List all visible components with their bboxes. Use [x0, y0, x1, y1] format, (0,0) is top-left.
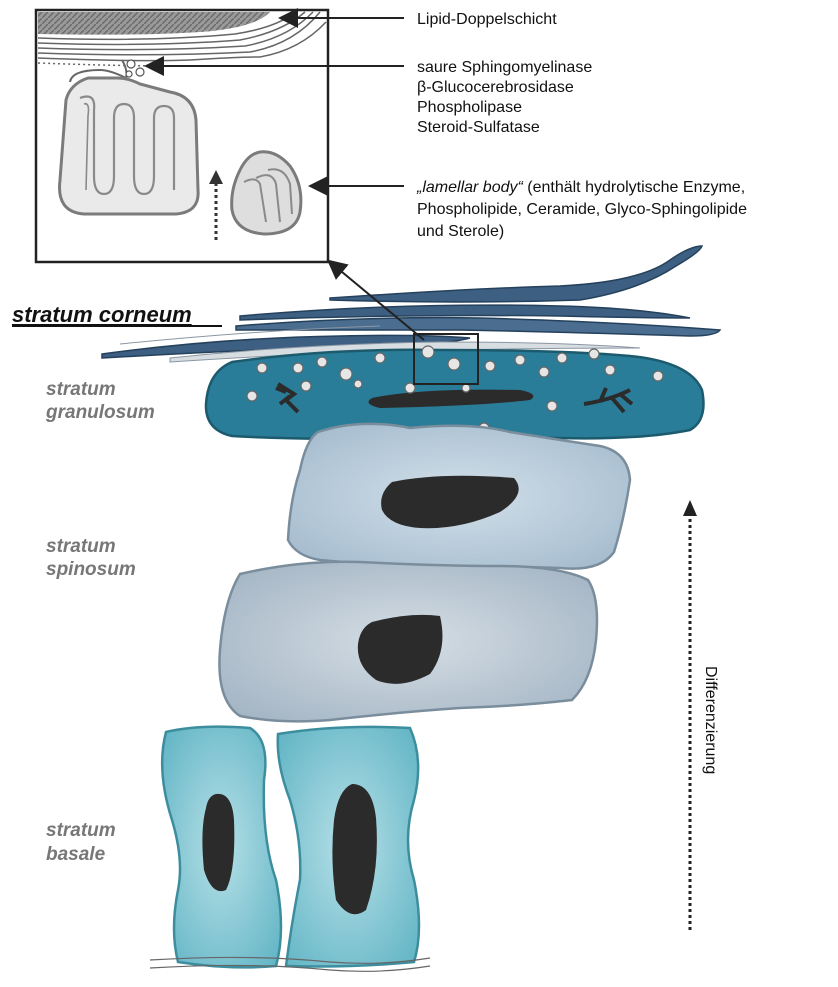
basale-nucleus-left — [202, 794, 234, 891]
inset-magnification — [36, 10, 328, 262]
lamellar-body-label: „lamellar body“ (enthält hydrolytische E… — [416, 179, 745, 196]
stratum-spinosum-label: stratum — [46, 536, 116, 557]
differentiation-label: Differenzierung — [702, 666, 719, 774]
stratum-corneum-label: stratum corneum — [12, 302, 192, 327]
lipid-bilayer-label: Lipid-Doppelschicht — [417, 11, 557, 28]
stratum-basale-label: basale — [46, 844, 106, 865]
spinosum-nucleus-lower — [358, 615, 443, 684]
stratum-basale-label: stratum — [46, 820, 116, 841]
lamellar-body-label-line2: Phospholipide, Ceramide, Glyco-Sphingoli… — [417, 201, 747, 218]
enzyme-label: Phospholipase — [417, 99, 522, 116]
stratum-granulosum-label: granulosum — [45, 402, 155, 423]
stratum-corneum — [102, 246, 720, 362]
basale-nucleus-right — [332, 784, 376, 914]
enzyme-label: Steroid-Sulfatase — [417, 119, 540, 136]
enzyme-label: saure Sphingomyelinase — [417, 59, 592, 76]
lamellar-body-label-line3: und Sterole) — [417, 223, 504, 240]
enzyme-label: β-Glucocerebrosidase — [417, 79, 574, 96]
stratum-spinosum-label: spinosum — [46, 559, 136, 580]
stratum-granulosum-label: stratum — [46, 379, 116, 400]
